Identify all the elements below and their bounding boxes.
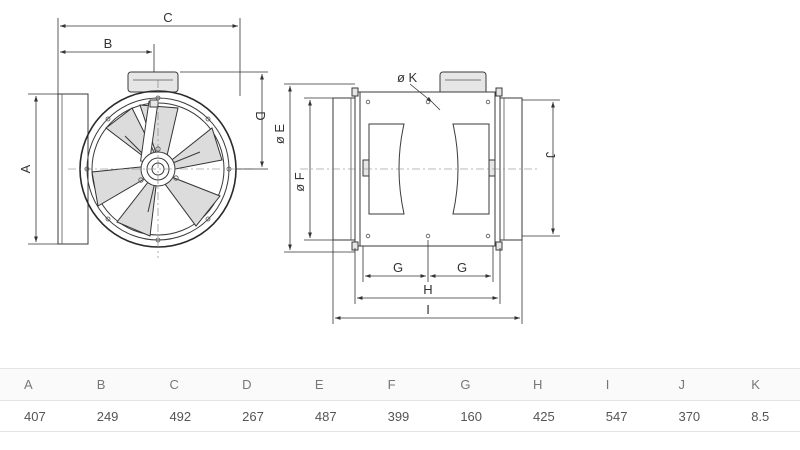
front-view: A C B D	[18, 10, 268, 258]
table-cell: 399	[363, 400, 437, 432]
dimensions-table: A B C D E F G H I J K 407 249 492 267 48…	[0, 368, 800, 432]
column-header: D	[218, 368, 291, 401]
label-G-left: G	[393, 260, 403, 275]
column-header: H	[509, 368, 582, 401]
table-cell: 487	[290, 400, 364, 432]
table-cell: 8.5	[727, 400, 800, 432]
column-header: E	[290, 368, 364, 401]
table-header-row: A B C D E F G H I J K	[0, 368, 800, 401]
label-A: A	[18, 164, 33, 173]
column-header: J	[654, 368, 728, 401]
table-cell: 492	[145, 400, 219, 432]
label-I: I	[426, 302, 430, 317]
label-H: H	[423, 282, 432, 297]
table-cell: 547	[581, 400, 655, 432]
table-cell: 249	[72, 400, 146, 432]
table-cell: 425	[509, 400, 582, 432]
table-row: 407 249 492 267 487 399 160 425 547 370 …	[0, 400, 800, 432]
label-K: ø K	[397, 70, 418, 85]
column-header: A	[0, 368, 73, 401]
column-header: C	[145, 368, 219, 401]
column-header: B	[72, 368, 146, 401]
table-cell: 267	[218, 400, 291, 432]
column-header: G	[436, 368, 510, 401]
technical-drawing: A C B D	[18, 10, 560, 324]
column-header: K	[727, 368, 800, 401]
label-C: C	[163, 10, 172, 25]
label-D: D	[253, 111, 268, 120]
column-header: F	[363, 368, 437, 401]
column-header: I	[581, 368, 655, 401]
label-G-right: G	[457, 260, 467, 275]
side-view: ø E ø F J ø K G G H I	[272, 70, 560, 324]
table-cell: 407	[0, 400, 73, 432]
table-cell: 370	[654, 400, 728, 432]
label-E: ø E	[272, 124, 287, 145]
table-cell: 160	[436, 400, 510, 432]
label-J: J	[543, 152, 558, 159]
label-F: ø F	[292, 172, 307, 192]
label-B: B	[104, 36, 113, 51]
